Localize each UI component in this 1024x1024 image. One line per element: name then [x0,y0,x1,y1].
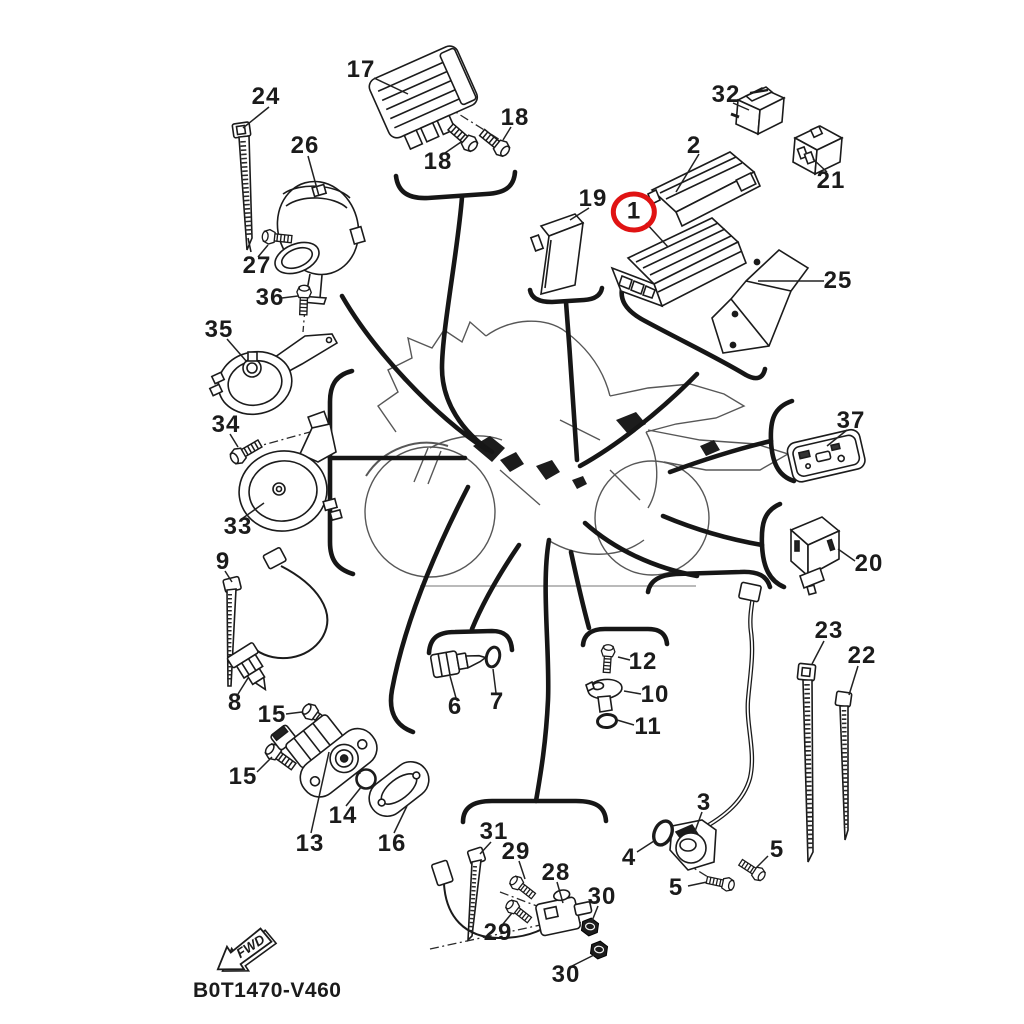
part-label-9[interactable]: 9 [215,548,231,575]
part-label-5a[interactable]: 5 [769,836,785,863]
part-label-20[interactable]: 20 [854,550,884,577]
leader-lines [327,169,797,825]
part-18-bolt [476,125,514,161]
part-label-37[interactable]: 37 [836,407,866,434]
part-5-bolt [704,872,737,894]
part-label-34[interactable]: 34 [211,411,241,438]
part-label-17[interactable]: 17 [346,56,376,83]
part-2-bracket [646,151,762,228]
part-label-8[interactable]: 8 [227,689,243,716]
rear-wheel-sketch [594,460,710,576]
part-label-24[interactable]: 24 [251,83,281,110]
part-25-bracket [711,248,810,354]
part-20-relay [789,516,841,596]
part-32-relay [730,86,786,136]
diagram-code: B0T1470-V460 [193,979,342,1002]
part-label-7[interactable]: 7 [489,688,505,715]
part-31-cable-tie [466,846,487,943]
part-label-14[interactable]: 14 [328,802,358,829]
part-label-25[interactable]: 25 [823,267,853,294]
bracket-28-group [460,798,609,825]
part-label-10[interactable]: 10 [640,681,670,708]
part-label-18a[interactable]: 18 [500,104,530,131]
part-21-relay [792,125,844,176]
part-label-33[interactable]: 33 [223,513,253,540]
part-11-o-ring [596,712,618,730]
label-leader-lines [224,77,859,967]
part-label-32[interactable]: 32 [711,81,741,108]
part-label-28[interactable]: 28 [541,859,571,886]
part-label-16[interactable]: 16 [377,830,407,857]
part-label-2[interactable]: 2 [686,132,702,159]
part-10-sensor [585,678,623,713]
bracket-1-group [619,279,768,381]
part-label-3[interactable]: 3 [696,789,712,816]
part-19-relay [529,213,585,296]
part-label-11[interactable]: 11 [634,713,662,740]
part-6-sensor [429,650,488,679]
part-26-ignition-coil [274,180,366,305]
part-23-cable-tie [796,662,817,863]
part-37-plate [786,428,866,483]
fwd-arrow: FWD [216,927,278,972]
part-label-30a[interactable]: 30 [587,883,617,910]
part-label-29b[interactable]: 29 [483,919,513,946]
bracket-6-group [426,628,515,656]
part-label-21[interactable]: 21 [816,167,846,194]
part-16-gasket [368,760,430,818]
part-label-19[interactable]: 19 [578,185,608,212]
part-30-nut [580,916,600,938]
bracket-10-group [580,626,670,648]
bracket-20-group [759,501,787,590]
part-22-cable-tie [834,690,853,841]
part-label-1-selected[interactable]: 1 [610,191,658,233]
part-28-sensor [431,859,593,940]
part-label-12[interactable]: 12 [628,648,658,675]
part-35-horn [208,333,339,416]
part-12-bolt [599,643,617,674]
sketch-dark-blobs [473,412,720,489]
part-24-cable-tie [231,121,253,253]
part-label-26[interactable]: 26 [290,132,320,159]
part-label-30b[interactable]: 30 [551,961,581,988]
parts-layer [208,45,866,961]
part-33-horn [238,410,343,532]
part-label-23[interactable]: 23 [814,617,844,644]
part-8-sensor [226,547,329,692]
part-label-4[interactable]: 4 [621,844,637,871]
bracket-17-group [393,169,518,201]
front-wheel-sketch [364,446,496,578]
part-label-29a[interactable]: 29 [501,838,531,865]
part-29-bolt [506,872,539,903]
part-label-5b[interactable]: 5 [668,874,684,901]
part-label-15b[interactable]: 15 [228,763,258,790]
part-3-sidestand-switch [669,581,762,871]
part-label-6[interactable]: 6 [447,693,463,720]
part-label-36[interactable]: 36 [255,284,285,311]
part-label-31[interactable]: 31 [479,818,509,845]
part-14-o-ring [355,768,377,790]
part-13-solenoid [270,714,378,798]
part-7-washer [484,645,502,669]
part-label-35[interactable]: 35 [204,316,234,343]
part-30-nut [589,939,609,961]
part-label-27[interactable]: 27 [242,252,272,279]
part-1-ecu [610,217,748,308]
bracket-3-group [645,569,773,595]
part-label-13[interactable]: 13 [295,830,325,857]
part-4-o-ring [652,819,674,847]
part-label-22[interactable]: 22 [847,642,877,669]
bracket-left-group [327,368,356,577]
part-label-15a[interactable]: 15 [257,701,287,728]
part-label-18b[interactable]: 18 [423,148,453,175]
